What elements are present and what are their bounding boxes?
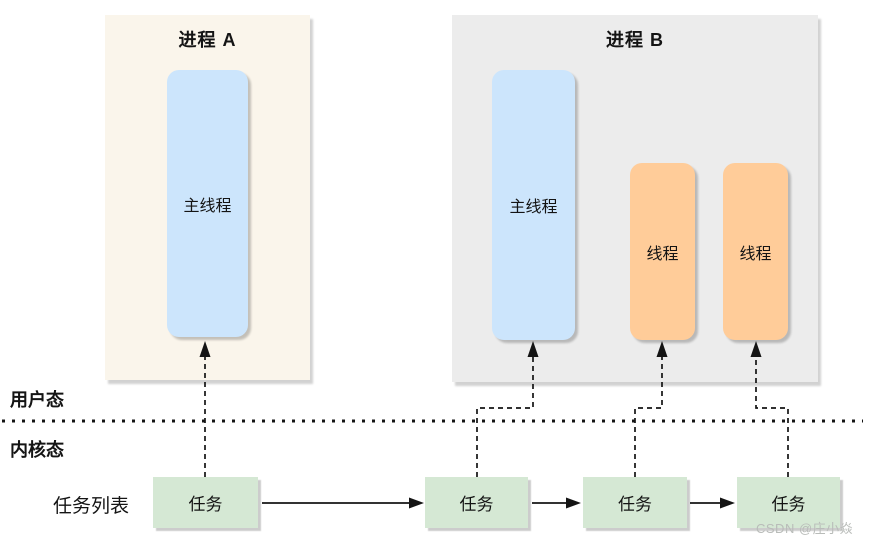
task-label: 任务 [188, 495, 223, 514]
main-thread-label: 主线程 [183, 197, 232, 215]
process-b-thread-2: 线程 [723, 163, 788, 340]
task-box: 任务 [153, 477, 258, 528]
arrowhead-right-icon [720, 497, 735, 509]
thread-label: 线程 [646, 245, 679, 263]
arrowhead-right-icon [566, 497, 581, 509]
process-b-box: 进程 B 主线程 线程 线程 [452, 15, 818, 382]
task-box: 任务 [583, 477, 687, 528]
thread-label: 线程 [739, 245, 772, 263]
arrowhead-right-icon [409, 497, 424, 509]
task-label: 任务 [618, 495, 652, 514]
task-box: 任务 [425, 477, 528, 528]
task-label: 任务 [771, 495, 806, 514]
process-b-main-thread: 主线程 [492, 70, 575, 340]
process-b-title: 进程 B [606, 30, 664, 50]
process-a-box: 进程 A 主线程 [105, 15, 310, 380]
task-label: 任务 [459, 495, 494, 514]
process-a-main-thread: 主线程 [167, 70, 248, 337]
watermark: CSDN @庄小焱 [756, 521, 854, 536]
user-mode-label: 用户态 [10, 390, 64, 410]
main-thread-label: 主线程 [509, 199, 558, 216]
task-list-label: 任务列表 [53, 496, 130, 517]
process-a-title: 进程 A [178, 30, 237, 50]
task-box: 任务 [737, 477, 840, 528]
kernel-mode-label: 内核态 [10, 440, 64, 460]
process-b-thread-1: 线程 [630, 163, 695, 340]
